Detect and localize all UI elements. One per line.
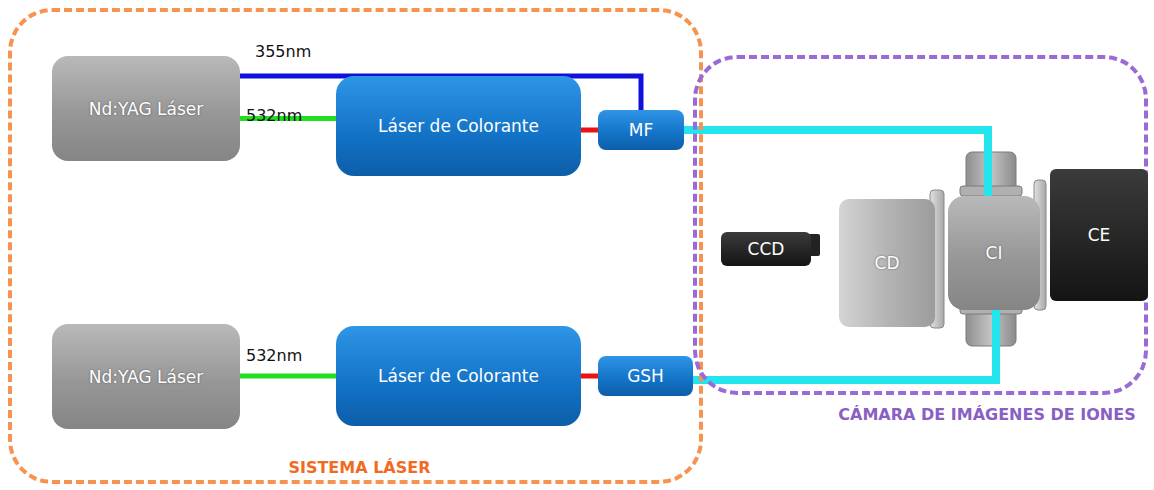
- box-label: MF: [629, 120, 653, 140]
- detector-chamber: CD: [839, 199, 935, 327]
- frequency-mixer: MF: [598, 110, 684, 150]
- wavelength-label: 532nm: [246, 106, 302, 125]
- laser-beam: [581, 374, 598, 379]
- wavelength-label: 355nm: [255, 42, 311, 61]
- ionization-chamber: CI: [948, 196, 1040, 310]
- region-title: SISTEMA LÁSER: [12, 458, 707, 477]
- nd-yag-laser: Nd:YAG Láser: [52, 56, 240, 161]
- harmonic-generator: GSH: [598, 356, 693, 396]
- ccd-camera: CCD: [721, 232, 811, 266]
- laser-system-region: SISTEMA LÁSERNd:YAG LáserLáser de Colora…: [8, 8, 703, 484]
- laser-beam: [581, 128, 598, 133]
- box-label: CCD: [748, 239, 785, 259]
- laser-beam: [684, 130, 988, 196]
- box-label: CE: [1088, 225, 1111, 245]
- box-label: GSH: [627, 366, 664, 386]
- box-label: CI: [986, 243, 1003, 263]
- box-label: Láser de Colorante: [378, 116, 539, 136]
- box-label: Nd:YAG Láser: [89, 367, 203, 387]
- box-label: CD: [875, 253, 900, 273]
- ion-imaging-chamber-region: CÁMARA DE IMÁGENES DE IONESCCDCDCICE: [693, 55, 1148, 395]
- laser-beam: [240, 374, 336, 379]
- region-title: CÁMARA DE IMÁGENES DE IONES: [807, 405, 1154, 424]
- dye-laser: Láser de Colorante: [336, 76, 581, 176]
- dye-laser: Láser de Colorante: [336, 326, 581, 426]
- nd-yag-laser: Nd:YAG Láser: [52, 324, 240, 429]
- box-label: Nd:YAG Láser: [89, 99, 203, 119]
- expansion-chamber: CE: [1050, 169, 1148, 301]
- box-label: Láser de Colorante: [378, 366, 539, 386]
- wavelength-label: 532nm: [246, 346, 302, 365]
